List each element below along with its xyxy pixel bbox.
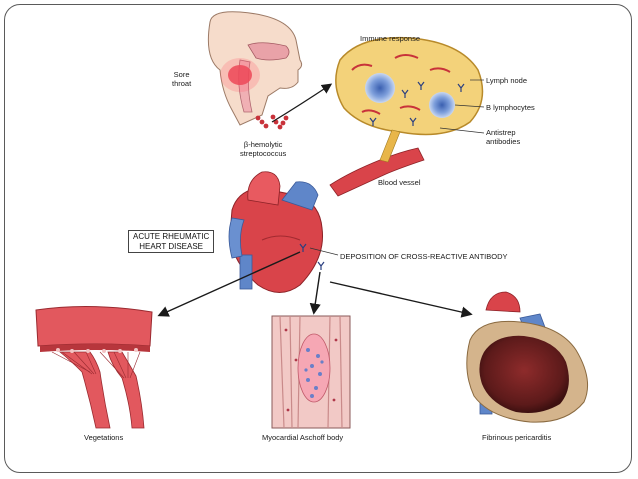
label-deposition: DEPOSITION OF CROSS-REACTIVE ANTIBODY xyxy=(340,252,508,261)
label-pericarditis: Fibrinous pericarditis xyxy=(482,433,552,442)
arrow-to-aschoff xyxy=(309,271,321,315)
pericarditis-illustration xyxy=(466,291,589,423)
heart-illustration xyxy=(228,171,325,293)
blood-vessel-illustration xyxy=(329,129,425,197)
head-throat-illustration xyxy=(207,11,303,126)
deposition-leader xyxy=(309,247,339,256)
streptococcus-icon xyxy=(255,114,289,130)
label-antistrep-antibodies: Antistrep antibodies xyxy=(486,128,521,146)
arrow-to-pericarditis xyxy=(329,281,473,318)
label-immune-response: Immune response xyxy=(360,34,421,43)
label-vegetations: Vegetations xyxy=(84,433,124,442)
node-leader-lines xyxy=(439,79,485,134)
label-blood-vessel: Blood vessel xyxy=(378,178,421,187)
arrow-to-vegetations xyxy=(157,251,301,317)
label-acute-rheumatic: ACUTE RHEUMATIC HEART DISEASE xyxy=(128,230,215,253)
label-sore-throat: Sore throat xyxy=(172,70,192,88)
label-b-lymphocytes: B lymphocytes xyxy=(486,103,535,112)
aschoff-body-illustration xyxy=(271,315,351,429)
label-streptococcus: β-hemolytic streptococcus xyxy=(240,140,287,158)
label-aschoff-body: Myocardial Aschoff body xyxy=(262,433,344,442)
label-lymph-node: Lymph node xyxy=(486,76,528,85)
lymph-node-illustration xyxy=(335,36,484,136)
vegetations-illustration xyxy=(35,305,153,429)
arrow-throat-to-node xyxy=(271,83,333,123)
